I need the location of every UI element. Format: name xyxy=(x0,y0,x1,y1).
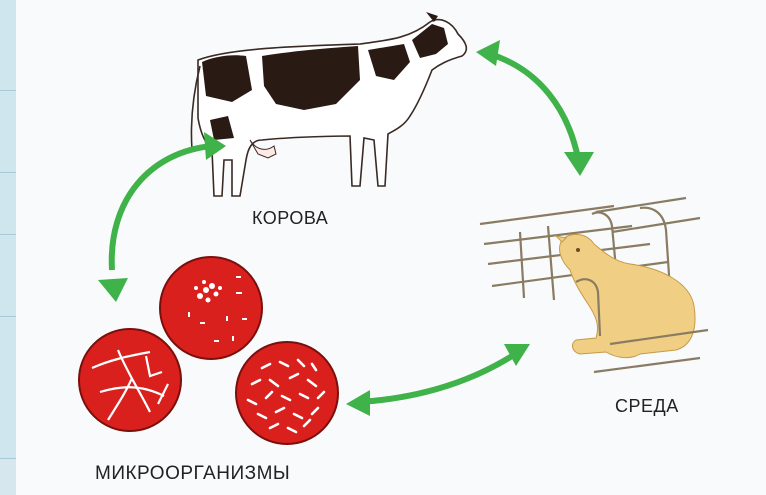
microbe-dish-right xyxy=(236,342,338,444)
calf-body xyxy=(560,234,695,357)
microbe-dish-left xyxy=(79,329,181,431)
label-environment: СРЕДА xyxy=(615,396,679,417)
arrow-microorganisms-environment xyxy=(360,356,512,402)
label-microorganisms: МИКРООРГАНИЗМЫ xyxy=(95,463,290,485)
calf-eye xyxy=(576,248,580,252)
label-cow: КОРОВА xyxy=(252,208,328,229)
arrowhead-to-microorganisms-right xyxy=(346,390,370,416)
microbe-dish-top xyxy=(160,257,262,359)
arrowhead-to-environment xyxy=(564,152,594,176)
arrow-cow-environment xyxy=(490,54,578,158)
cow-illustration xyxy=(191,12,466,196)
arrowhead-to-cow xyxy=(476,40,500,66)
arrow-cow-microorganisms xyxy=(112,146,212,270)
arrowhead-to-microorganisms xyxy=(98,278,128,302)
